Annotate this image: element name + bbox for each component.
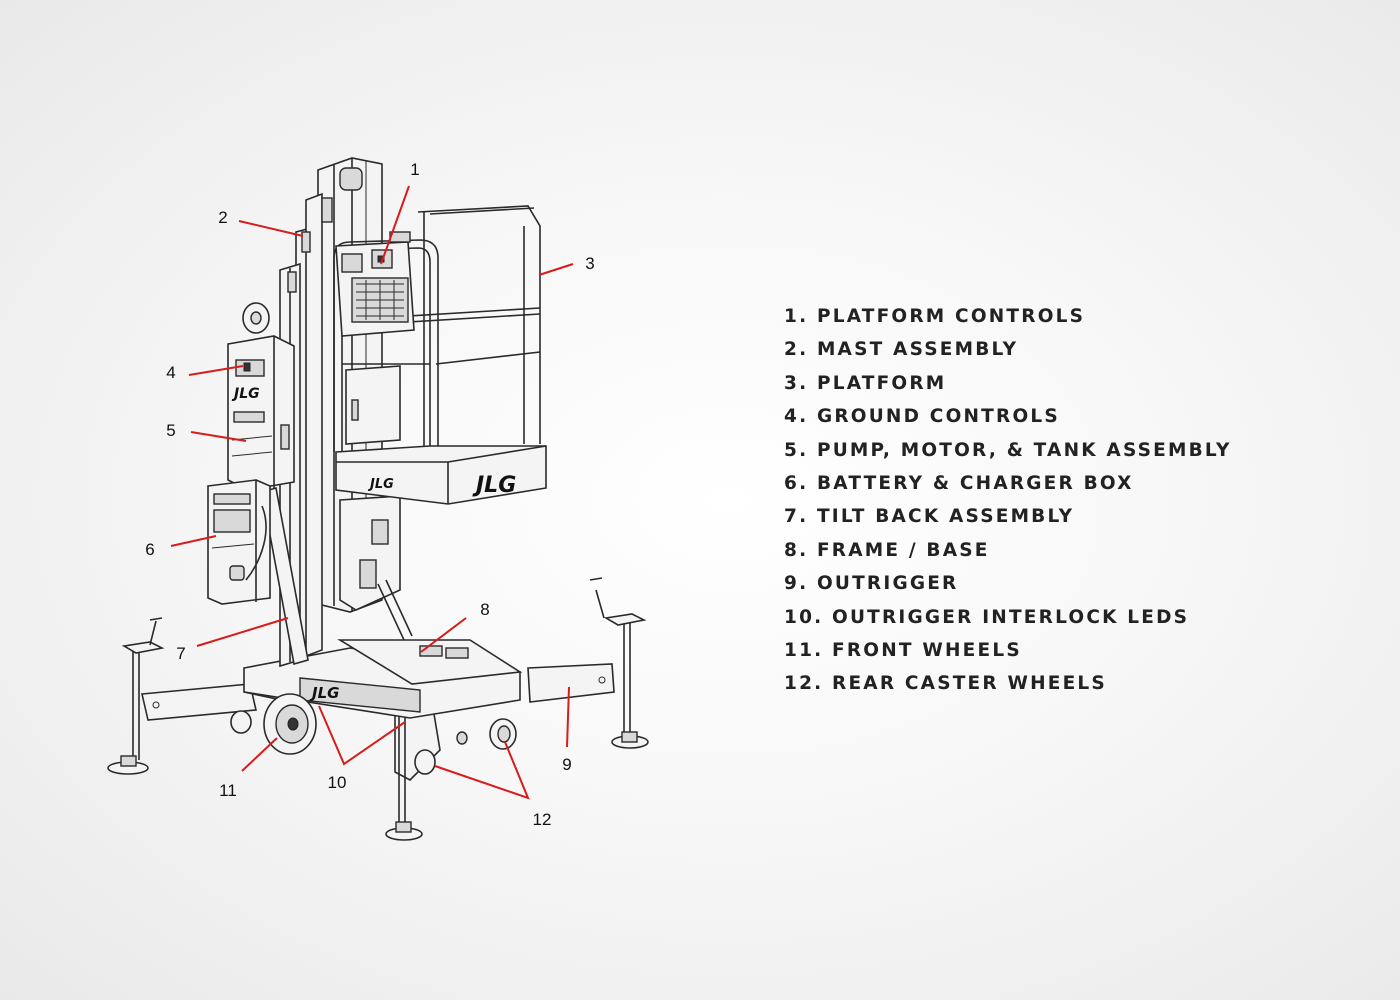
parts-legend: 1. PLATFORM CONTROLS 2. MAST ASSEMBLY 3.…: [784, 304, 1384, 705]
leader-7: [196, 617, 289, 647]
ground-control-box: JLG: [227, 335, 295, 491]
legend-item-outrigger-interlock-leds: 10. OUTRIGGER INTERLOCK LEDS: [784, 606, 1190, 628]
outrigger-right-rear: [527, 577, 649, 749]
leader-3: [538, 263, 574, 276]
legend-item-front-wheels: 11. FRONT WHEELS: [784, 639, 1022, 661]
legend-item-ground-controls: 4. GROUND CONTROLS: [784, 406, 1060, 428]
leader-1: [380, 185, 410, 265]
leader-9: [566, 686, 570, 748]
base-logo: JLG: [309, 684, 339, 702]
callout-3: 3: [585, 254, 594, 273]
tilt-back-assembly: [261, 486, 413, 666]
legend-item-pump-motor-tank: 5. PUMP, MOTOR, & TANK ASSEMBLY: [784, 439, 1232, 461]
battery-charger-box: [207, 479, 271, 605]
frame-base: JLG: [243, 639, 523, 719]
leader-2: [238, 220, 304, 237]
callout-9: 9: [562, 755, 571, 774]
control-grid: [356, 280, 404, 320]
callout-7: 7: [176, 644, 185, 663]
legend-item-battery-charger-box: 6. BATTERY & CHARGER BOX: [784, 472, 1134, 494]
callout-2: 2: [218, 208, 227, 227]
callout-11: 11: [219, 781, 237, 800]
legend-item-platform: 3. PLATFORM: [784, 372, 947, 394]
legend-item-outrigger: 9. OUTRIGGER: [784, 573, 959, 595]
legend-item-rear-caster-wheels: 12. REAR CASTER WHEELS: [784, 673, 1107, 695]
callout-5: 5: [166, 421, 175, 440]
callout-12: 12: [533, 810, 552, 829]
leader-12: [434, 741, 530, 800]
leader-5: [190, 431, 247, 442]
platform-side-logo: JLG: [367, 477, 394, 492]
rear-caster-wheel: [414, 718, 517, 775]
callout-4: 4: [166, 363, 175, 382]
leader-10: [318, 705, 406, 766]
ground-box-logo: JLG: [231, 386, 260, 402]
callout-8: 8: [480, 600, 489, 619]
leader-lines: [170, 185, 574, 800]
callout-numbers: 1 2 3 4 5 6 7 8 9 10 11 12: [145, 160, 594, 829]
legend-item-platform-controls: 1. PLATFORM CONTROLS: [784, 306, 1086, 327]
legend-item-tilt-back-assembly: 7. TILT BACK ASSEMBLY: [784, 506, 1075, 528]
leader-8: [420, 617, 467, 653]
legend-item-frame-base: 8. FRAME / BASE: [784, 539, 990, 561]
legend-item-mast-assembly: 2. MAST ASSEMBLY: [784, 339, 1019, 361]
callout-6: 6: [145, 540, 154, 559]
platform-control-box: [335, 231, 415, 337]
leader-6: [170, 535, 217, 547]
outrigger-left-front: [107, 617, 257, 775]
leader-11: [241, 737, 278, 772]
callout-10: 10: [328, 773, 347, 792]
leader-4: [188, 365, 244, 376]
callout-1: 1: [410, 160, 419, 179]
platform: JLG JLG: [333, 205, 547, 505]
platform-logo: JLG: [472, 473, 516, 498]
